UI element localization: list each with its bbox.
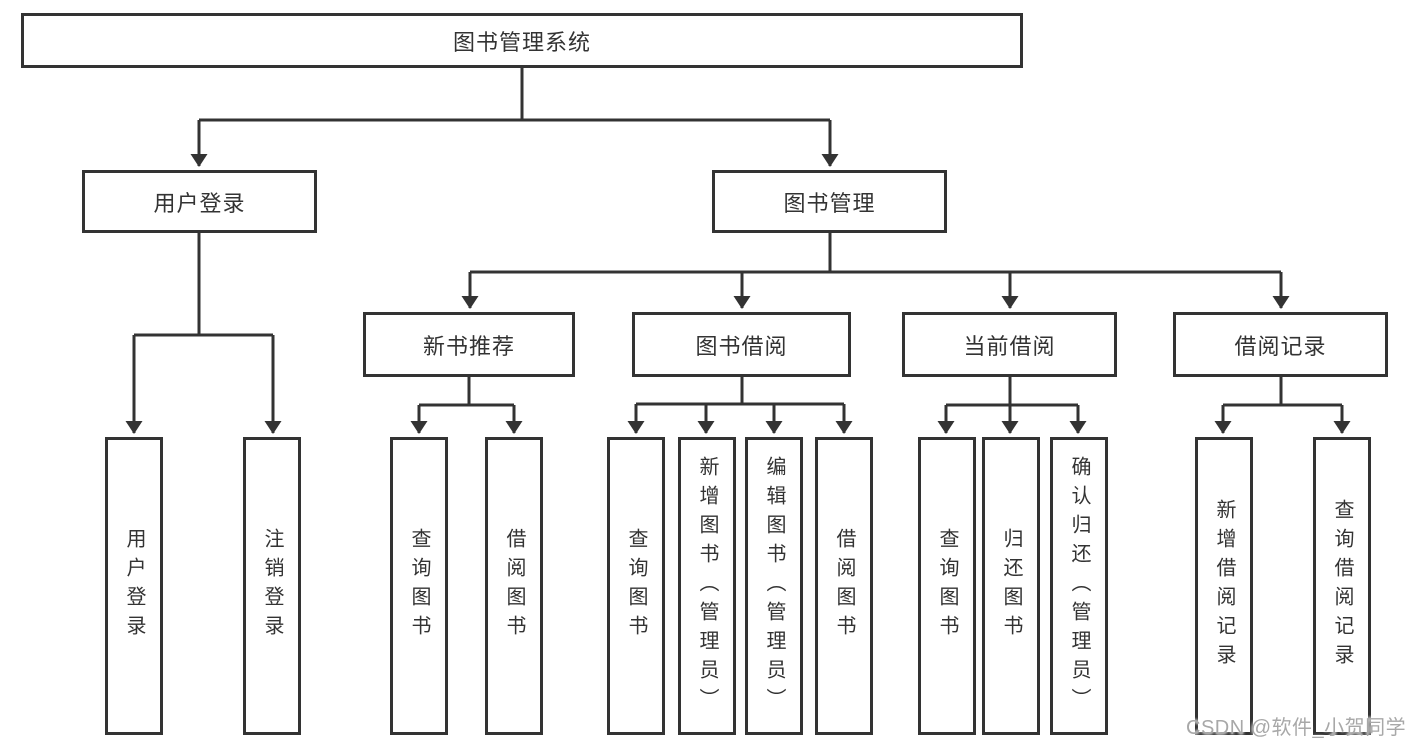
csdn-watermark: CSDN @软件_小贺同学 [1186,717,1405,739]
node-book-borrowing: 图书借阅 [632,312,851,377]
leaf-add-book-admin: 新增图书（管理员） [678,437,736,735]
leaf-query-borrow-record: 查询借阅记录 [1313,437,1371,735]
leaf-logout: 注销登录 [243,437,301,735]
leaf-edit-book-admin: 编辑图书（管理员） [745,437,803,735]
leaf-borrow-books: 借阅图书 [815,437,873,735]
leaf-add-borrow-record: 新增借阅记录 [1195,437,1253,735]
leaf-query-books-borrowing: 查询图书 [607,437,665,735]
node-new-book-recommend: 新书推荐 [363,312,575,377]
leaf-user-login: 用户登录 [105,437,163,735]
leaf-confirm-return-admin: 确认归还（管理员） [1050,437,1108,735]
leaf-query-books-current: 查询图书 [918,437,976,735]
node-current-borrowing: 当前借阅 [902,312,1117,377]
leaf-query-books-recommend: 查询图书 [390,437,448,735]
leaf-borrow-books-recommend: 借阅图书 [485,437,543,735]
leaf-return-book: 归还图书 [982,437,1040,735]
node-user-login: 用户登录 [82,170,317,233]
node-book-management: 图书管理 [712,170,947,233]
node-borrowing-records: 借阅记录 [1173,312,1388,377]
node-root: 图书管理系统 [21,13,1023,68]
